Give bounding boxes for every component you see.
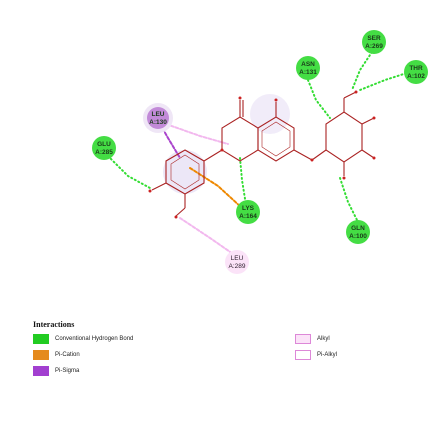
legend-item-pi-sigma: Pi-Sigma (33, 366, 79, 376)
oh-bond-a1 (151, 182, 167, 191)
hbond-line-gln (339, 177, 359, 223)
residue-disc (147, 107, 169, 129)
hbond-line-thr (359, 71, 411, 91)
oxygen-atom (174, 215, 178, 219)
legend-label: Alkyl (317, 336, 330, 342)
residue-asn-131: ASN A:131 (296, 56, 320, 80)
residue-name: LYS (242, 205, 255, 212)
legend-item-pi-alkyl: Pi-Alkyl (295, 350, 337, 360)
residue-leu-130: LEU A:130 (143, 103, 173, 133)
residue-name: GLU (97, 141, 111, 148)
residue-name: ASN (301, 61, 315, 68)
oxygen-atom (354, 90, 358, 94)
legend-label: Pi-Alkyl (317, 352, 338, 358)
residue-disc (346, 220, 370, 244)
legend-swatch-hbond (33, 334, 49, 344)
oxygen-atom (274, 98, 278, 102)
oxygen-atom (238, 96, 242, 100)
oxygen-atom (310, 158, 314, 162)
residue-name: LEU (152, 111, 165, 118)
ligand-structure (151, 91, 375, 217)
legend-item-alkyl: Alkyl (295, 334, 330, 344)
sugar-ring (325, 111, 363, 163)
link-a-b (203, 149, 223, 162)
legend-item-pi-cation: Pi-Cation (33, 350, 80, 360)
residue-disc (362, 30, 386, 54)
oh-bond-a2b (175, 207, 186, 217)
glycosidic-bond-1 (293, 149, 313, 161)
residue-id: A:289 (229, 263, 246, 270)
residue-lys-164: LYS A:164 (236, 200, 260, 224)
alkyl-line-leu130 (165, 123, 229, 145)
residue-disc (296, 56, 320, 80)
residue-id: A:285 (95, 149, 113, 156)
legend-swatch-pi-sigma (33, 366, 49, 376)
residue-name: THR (409, 65, 423, 72)
sugar-oh-1 (361, 117, 375, 125)
hbond-line-lys (239, 157, 247, 206)
residue-disc (225, 250, 249, 274)
residue-id: A:130 (149, 119, 167, 126)
residue-name: GLN (351, 225, 365, 232)
oxygen-atom (148, 189, 152, 193)
oxygen-atom (220, 148, 224, 152)
residue-name: SER (367, 35, 381, 42)
residue-leu-289: LEU A:289 (225, 250, 249, 274)
oxygen-atom (342, 176, 346, 180)
residue-disc (92, 136, 116, 160)
ring-highlights (163, 94, 290, 194)
sugar-oh-2 (361, 149, 375, 159)
residue-gln-100: GLN A:100 (346, 220, 370, 244)
legend-swatch-pi-alkyl (295, 350, 311, 360)
residue-id: A:131 (299, 69, 317, 76)
residue-thr-102: THR A:102 (404, 60, 428, 84)
glycosidic-bond-2 (311, 149, 327, 161)
legend-label: Pi-Sigma (55, 368, 80, 374)
ring-a-highlight (163, 150, 207, 194)
pi-cation-line (189, 167, 243, 209)
oxygen-atoms (148, 90, 376, 219)
legend-swatch-alkyl (295, 334, 311, 344)
hbond-line-glu (107, 155, 151, 189)
residue-disc (236, 200, 260, 224)
residue-id: A:164 (239, 213, 257, 220)
ring-c-inner (261, 121, 291, 157)
sugar-ch2-o (343, 91, 357, 99)
legend-swatch-pi-cation (33, 350, 49, 360)
legend-label: Conventional Hydrogen Bond (55, 336, 134, 342)
legend-label: Pi-Cation (55, 352, 80, 358)
ring-a-inner (170, 154, 200, 190)
residue-name: LEU (231, 255, 244, 262)
legend: Interactions Conventional Hydrogen Bond … (33, 320, 433, 430)
oxygen-atom (372, 116, 376, 120)
hbond-line-ser (351, 51, 373, 91)
residue-id: A:269 (365, 43, 383, 50)
oxygen-atom (372, 156, 376, 160)
residue-glu-285: GLU A:285 (92, 136, 116, 160)
legend-item-hbond: Conventional Hydrogen Bond (33, 334, 133, 344)
hbond-line-asn (307, 79, 331, 119)
interaction-lines (107, 51, 411, 257)
residue-id: A:100 (349, 233, 367, 240)
residue-ser-269: SER A:269 (362, 30, 386, 54)
legend-title: Interactions (33, 320, 75, 329)
alkyl-line-leu289 (179, 217, 237, 257)
ring-c-highlight (250, 94, 290, 134)
residue-id: A:102 (407, 73, 425, 80)
residue-disc (404, 60, 428, 84)
